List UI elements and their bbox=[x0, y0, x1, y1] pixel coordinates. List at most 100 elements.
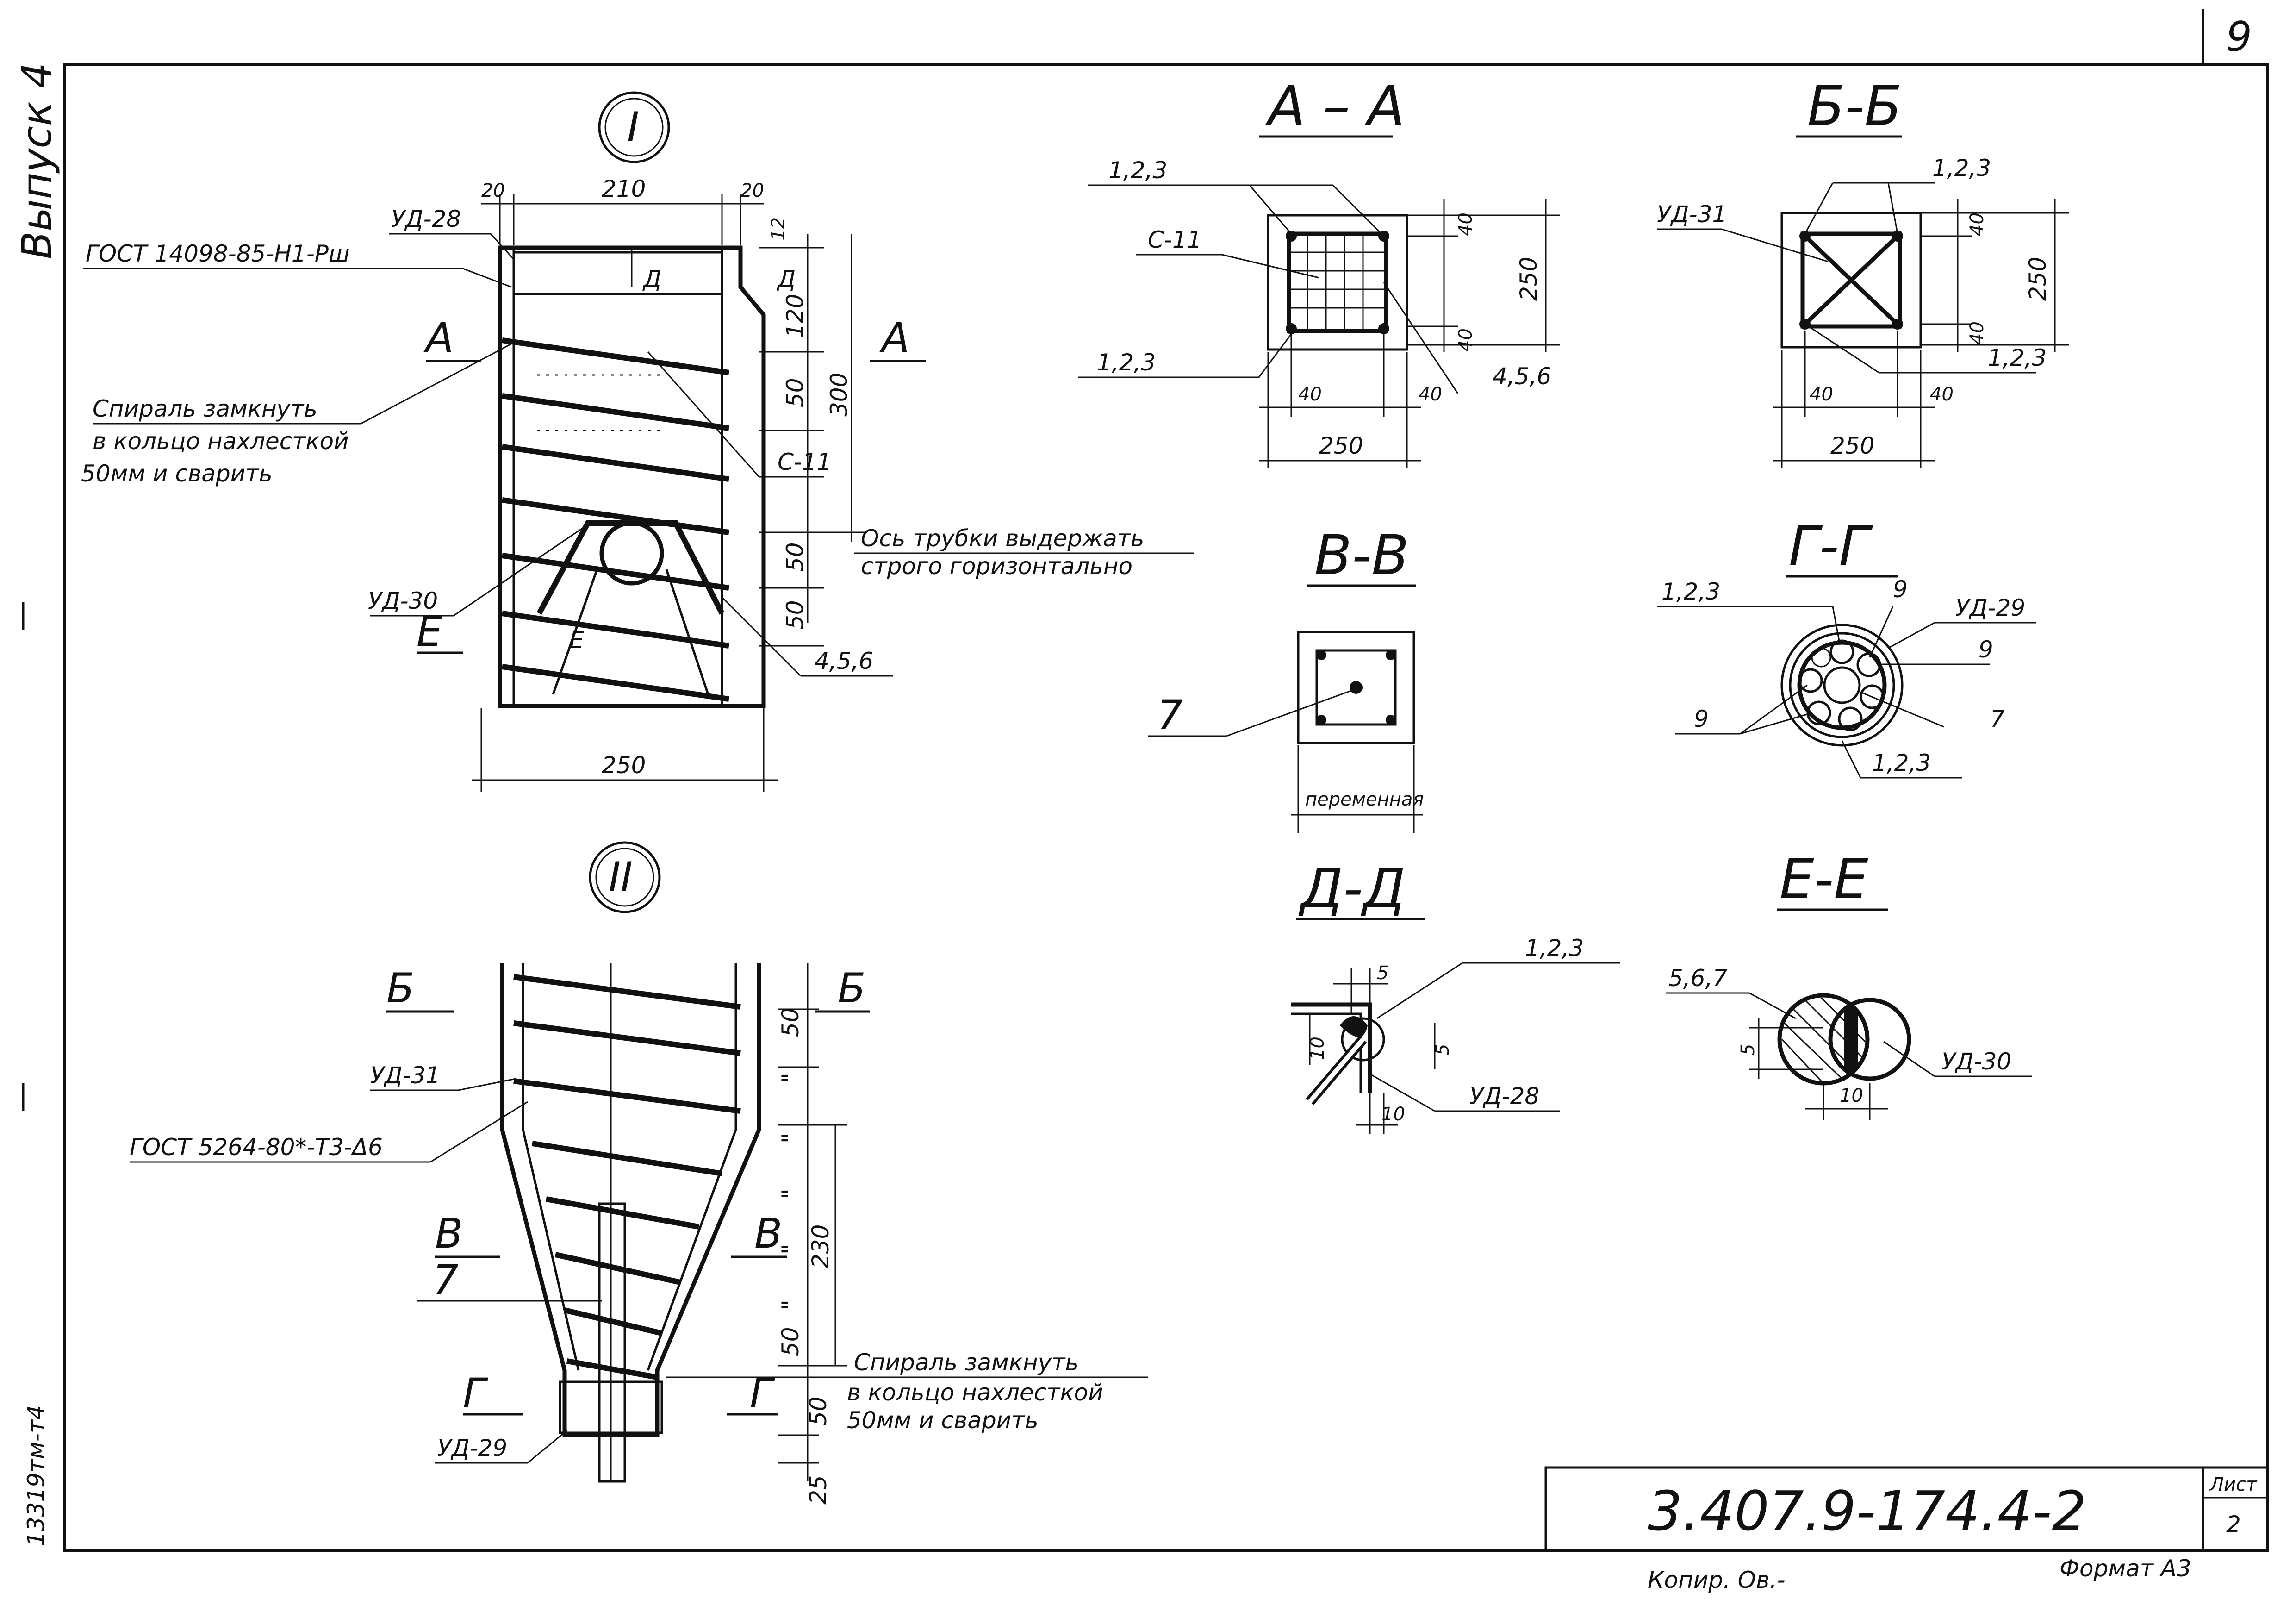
label-7-view2: 7 bbox=[433, 1256, 459, 1304]
section-dd-dim-5-right: 5 bbox=[1432, 1044, 1453, 1056]
section-dd-title: Д-Д bbox=[1298, 856, 1406, 920]
side-code-label: 13319тм-т4 bbox=[23, 1405, 50, 1546]
label-gost-14098: ГОСТ 14098-85-Н1-Рш bbox=[86, 240, 350, 267]
section-ee-dim-5: 5 bbox=[1737, 1044, 1759, 1056]
dim-ditto-4: " bbox=[777, 1244, 804, 1255]
title-block: 3.407.9-174.4-2 Лист 2 bbox=[1544, 1466, 2269, 1552]
section-dd-dim-5-top: 5 bbox=[1377, 962, 1388, 984]
section-bb-dim-40-d: 40 bbox=[1930, 384, 1954, 405]
section-vv-note-variable: переменная bbox=[1305, 789, 1424, 810]
section-ee-label-567: 5,6,7 bbox=[1668, 965, 1727, 992]
dim-20-right: 20 bbox=[740, 180, 764, 201]
stamp-code: 3.407.9-174.4-2 bbox=[1648, 1479, 2086, 1543]
section-gg-label-ud29: УД-29 bbox=[1955, 594, 2025, 621]
section-bb-title: Б-Б bbox=[1807, 74, 1902, 138]
label-ud29-view2: УД-29 bbox=[437, 1435, 507, 1462]
section-ee-dim-10: 10 bbox=[1840, 1085, 1863, 1106]
section-bb: Б-Б 1,2,3 УД-31 1,2,3 40 40 250 40 bbox=[1657, 74, 2069, 468]
label-ud31-view2: УД-31 bbox=[370, 1062, 440, 1089]
dim-210: 210 bbox=[602, 175, 646, 202]
section-dd-dim-10-bottom: 10 bbox=[1381, 1104, 1405, 1125]
view-2: II Б Б В В Г Г bbox=[130, 841, 1148, 1505]
section-bb-label-123-top: 1,2,3 bbox=[1932, 155, 1991, 181]
cut-b-right: Б bbox=[838, 964, 865, 1012]
cut-a-left: А bbox=[423, 314, 454, 362]
dim-230: 230 bbox=[807, 1224, 834, 1268]
section-bb-dim-40-b: 40 bbox=[1966, 321, 1988, 345]
sheet-frame: 9 Выпуск 4 13319тм-т4 3.407.9-174.4-2 Ли… bbox=[13, 9, 2269, 1593]
section-aa-dim-40-d: 40 bbox=[1419, 384, 1442, 405]
section-bb-dim-40-c: 40 bbox=[1810, 384, 1833, 405]
section-aa-label-123-bottom: 1,2,3 bbox=[1097, 349, 1156, 376]
cut-d-left: Д bbox=[642, 266, 661, 293]
dim-20-left: 20 bbox=[481, 180, 505, 201]
dim-ditto-3: " bbox=[777, 1188, 804, 1199]
section-bb-dim-250-v: 250 bbox=[2024, 257, 2051, 301]
cut-a-right: А bbox=[879, 314, 909, 362]
spiral-note-2-line3: 50мм и сварить bbox=[847, 1407, 1039, 1434]
spiral-note-2-line2: в кольцо нахлесткой bbox=[847, 1379, 1103, 1406]
dim-300: 300 bbox=[826, 373, 852, 417]
section-aa-dim-250-v: 250 bbox=[1515, 257, 1542, 301]
section-ee-title: Е-Е bbox=[1780, 847, 1868, 911]
dim-50-a: 50 bbox=[782, 378, 809, 407]
cut-v-left: В bbox=[435, 1210, 463, 1257]
axis-note-line1: Ось трубки выдержать bbox=[861, 525, 1144, 552]
section-aa-dim-40-a: 40 bbox=[1455, 212, 1476, 236]
section-aa-dim-40-c: 40 bbox=[1298, 384, 1322, 405]
section-gg-label-123-bottom: 1,2,3 bbox=[1872, 750, 1931, 776]
cut-g-right: Г bbox=[750, 1369, 775, 1417]
format-label: Формат A3 bbox=[2060, 1555, 2191, 1582]
label-ud28: УД-28 bbox=[391, 206, 461, 232]
section-dd-dim-10-left: 10 bbox=[1307, 1037, 1328, 1060]
dim-ditto-2: " bbox=[777, 1133, 804, 1143]
label-gost-5264: ГОСТ 5264-80*-Т3-Δ6 bbox=[130, 1134, 383, 1161]
section-ee: Е-Е 5,6,7 5 10 УД-30 bbox=[1666, 847, 2032, 1120]
section-gg-label-7: 7 bbox=[1990, 706, 2005, 732]
section-aa-label-c11: С-11 bbox=[1148, 226, 1202, 253]
spiral-note-1-line1: Спираль замкнуть bbox=[93, 395, 317, 422]
section-bb-dim-250-h: 250 bbox=[1830, 432, 1874, 459]
section-aa-dim-40-b: 40 bbox=[1455, 328, 1476, 352]
view-2-title: II bbox=[609, 853, 633, 901]
section-aa: А – А 1,2,3 С-11 1,2,3 4,5,6 40 40 bbox=[1078, 74, 1560, 468]
section-gg-label-9-a: 9 bbox=[1893, 576, 1908, 603]
section-bb-label-ud31: УД-31 bbox=[1657, 201, 1727, 228]
dim-50-c: 50 bbox=[782, 600, 809, 630]
section-gg-label-9-c: 9 bbox=[1694, 706, 1709, 732]
cut-e-inner: Е bbox=[569, 627, 584, 654]
section-gg: Г-Г 1,2,3 9 УД-29 9 7 9 1,2,3 bbox=[1657, 514, 2036, 779]
section-vv-title: В-В bbox=[1314, 523, 1409, 587]
cut-b-left: Б bbox=[386, 964, 414, 1012]
section-vv: В-В 7 переменная bbox=[1148, 523, 1424, 833]
label-ud30-view1: УД-30 bbox=[368, 587, 438, 614]
dim-50-top-view2: 50 bbox=[777, 1007, 804, 1037]
side-series-label: Выпуск 4 bbox=[13, 62, 61, 259]
axis-note-line2: строго горизонтально bbox=[861, 553, 1132, 580]
section-aa-title: А – А bbox=[1265, 74, 1405, 138]
page-number: 9 bbox=[2226, 13, 2252, 61]
label-456-view1: 4,5,6 bbox=[815, 648, 873, 675]
section-dd: Д-Д 5 1,2,3 10 5 УД-28 10 bbox=[1291, 856, 1620, 1134]
cut-v-right: В bbox=[754, 1210, 782, 1257]
section-vv-label-7: 7 bbox=[1157, 691, 1183, 739]
dim-ditto-1: " bbox=[777, 1073, 804, 1083]
dim-12: 12 bbox=[768, 217, 789, 241]
label-c11-view1: С-11 bbox=[778, 449, 832, 475]
section-aa-label-123-top: 1,2,3 bbox=[1108, 157, 1167, 184]
dim-50-low-view2: 50 bbox=[777, 1327, 804, 1356]
dim-50-bottom-view2: 50 bbox=[805, 1396, 832, 1426]
section-dd-label-ud28: УД-28 bbox=[1469, 1083, 1539, 1110]
spiral-note-2-line1: Спираль замкнуть bbox=[854, 1349, 1079, 1376]
section-ee-label-ud30: УД-30 bbox=[1941, 1048, 2011, 1075]
dim-120: 120 bbox=[782, 294, 809, 338]
section-gg-title: Г-Г bbox=[1789, 514, 1873, 578]
cut-g-left: Г bbox=[463, 1369, 488, 1417]
spiral-note-1-line2: в кольцо нахлесткой bbox=[93, 428, 349, 455]
section-gg-label-9-b: 9 bbox=[1979, 636, 1993, 663]
cut-d-right: Д bbox=[777, 266, 796, 293]
copied-label: Копир. Ов.- bbox=[1648, 1567, 1786, 1593]
section-bb-dim-40-a: 40 bbox=[1966, 212, 1988, 236]
section-dd-label-123: 1,2,3 bbox=[1525, 935, 1584, 962]
